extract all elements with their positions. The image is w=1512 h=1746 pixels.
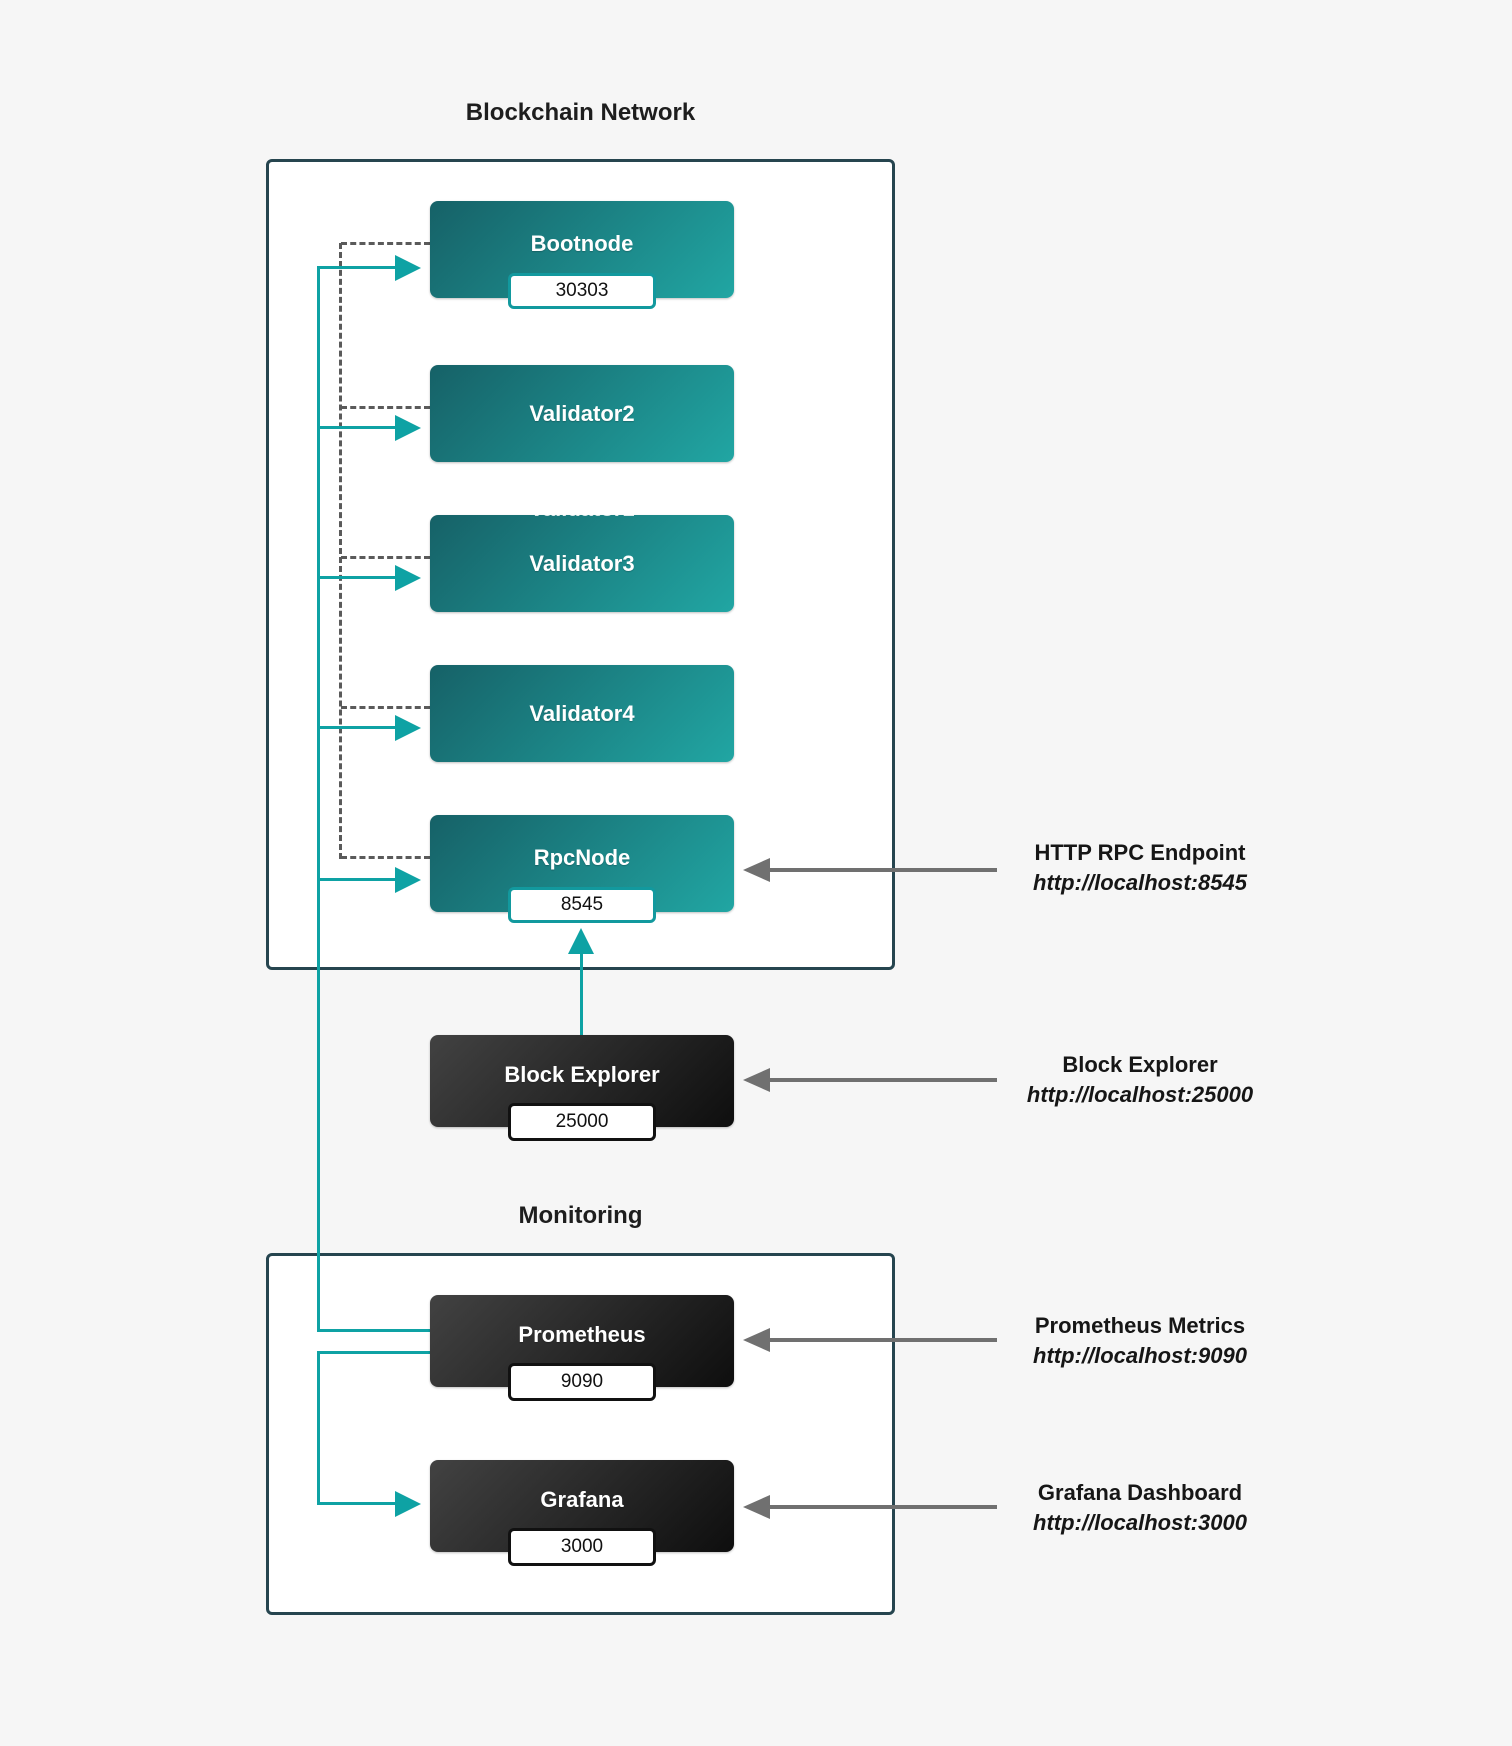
node-grafana-label: Grafana <box>540 1487 624 1512</box>
node-validator2: Validator2 <box>430 365 734 462</box>
node-rpcnode: RpcNode 8545 <box>430 815 734 923</box>
gray-arrow-line-prometheus <box>766 1338 997 1342</box>
arrowhead-into-validator2 <box>395 415 421 441</box>
teal-line-grafana-vertical <box>317 1351 320 1505</box>
gray-arrow-line-explorer <box>766 1078 997 1082</box>
arrowhead-into-validator4 <box>395 715 421 741</box>
arrowhead-up-into-rpcnode-port <box>568 928 594 954</box>
node-bootnode: Bootnode 30303 <box>430 201 734 309</box>
monitoring-title: Monitoring <box>518 1202 643 1229</box>
node-prometheus-label: Prometheus <box>518 1322 646 1347</box>
arrowhead-into-validator3 <box>395 565 421 591</box>
annotation-url: http://localhost:9090 <box>1033 1343 1247 1368</box>
arrowhead-left-explorer <box>743 1068 770 1092</box>
peer-dashed-line-vertical <box>339 243 342 859</box>
node-prometheus: Prometheus 9090 <box>430 1295 734 1401</box>
annotation-title: Block Explorer <box>1062 1052 1218 1077</box>
teal-line-from-prometheus <box>317 1351 432 1354</box>
teal-branch-rpcnode <box>317 878 396 881</box>
node-validator4-label: Validator4 <box>529 700 635 726</box>
node-validator4: Validator4 <box>430 665 734 762</box>
teal-trunk-line-vertical <box>317 267 320 1332</box>
node-bootnode-port-badge: 30303 <box>508 273 656 309</box>
node-rpcnode-label: RpcNode <box>533 844 631 870</box>
teal-branch-validator4 <box>317 726 396 729</box>
gray-arrow-line-grafana <box>766 1505 997 1509</box>
annotation-prometheus-metrics: Prometheus Metrics http://localhost:9090 <box>930 1311 1350 1371</box>
arrowhead-left-grafana <box>743 1495 770 1519</box>
node-rpcnode-port-badge: 8545 <box>508 887 656 923</box>
node-validator2-label: Validator2 <box>529 400 635 426</box>
node-block-explorer-label: Block Explorer <box>504 1062 660 1087</box>
annotation-url: http://localhost:3000 <box>1033 1510 1247 1535</box>
annotation-title: Prometheus Metrics <box>1034 1313 1246 1338</box>
node-grafana-port-badge: 3000 <box>508 1528 656 1566</box>
node-prometheus-port-badge: 9090 <box>508 1363 656 1401</box>
teal-branch-validator2 <box>317 426 396 429</box>
arrowhead-left-rpc <box>743 858 770 882</box>
peer-dashed-line-validator2 <box>341 406 430 409</box>
node-bootnode-label: Bootnode <box>530 230 634 256</box>
teal-line-explorer-to-rpc <box>580 948 583 1035</box>
arrowhead-into-grafana <box>395 1491 421 1517</box>
peer-dashed-line-bootnode <box>341 242 430 245</box>
node-validator3: Validator3 <box>430 515 734 612</box>
annotation-title: HTTP RPC Endpoint <box>1034 840 1246 865</box>
gray-arrow-line-rpc <box>766 868 997 872</box>
peer-dashed-line-validator4 <box>341 706 430 709</box>
node-grafana: Grafana 3000 <box>430 1460 734 1566</box>
annotation-url: http://localhost:25000 <box>1026 1082 1254 1107</box>
blockchain-network-title: Blockchain Network <box>465 99 696 126</box>
arrowhead-into-bootnode <box>395 255 421 281</box>
annotation-block-explorer: Block Explorer http://localhost:25000 <box>930 1050 1350 1110</box>
annotation-http-rpc-endpoint: HTTP RPC Endpoint http://localhost:8545 <box>930 838 1350 898</box>
annotation-title: Grafana Dashboard <box>1037 1480 1243 1505</box>
peer-dashed-line-rpcnode <box>341 856 430 859</box>
node-block-explorer: Block Explorer 25000 <box>430 1035 734 1141</box>
arrowhead-left-prometheus <box>743 1328 770 1352</box>
annotation-url: http://localhost:8545 <box>1033 870 1247 895</box>
annotation-grafana-dashboard: Grafana Dashboard http://localhost:3000 <box>930 1478 1350 1538</box>
node-validator3-label: Validator3 <box>529 550 635 576</box>
teal-line-into-prometheus <box>317 1329 432 1332</box>
teal-branch-bootnode <box>317 266 396 269</box>
teal-branch-grafana <box>317 1502 396 1505</box>
teal-branch-validator3 <box>317 576 396 579</box>
arrowhead-into-rpcnode <box>395 867 421 893</box>
peer-dashed-line-validator3 <box>341 556 430 559</box>
node-block-explorer-port-badge: 25000 <box>508 1103 656 1141</box>
